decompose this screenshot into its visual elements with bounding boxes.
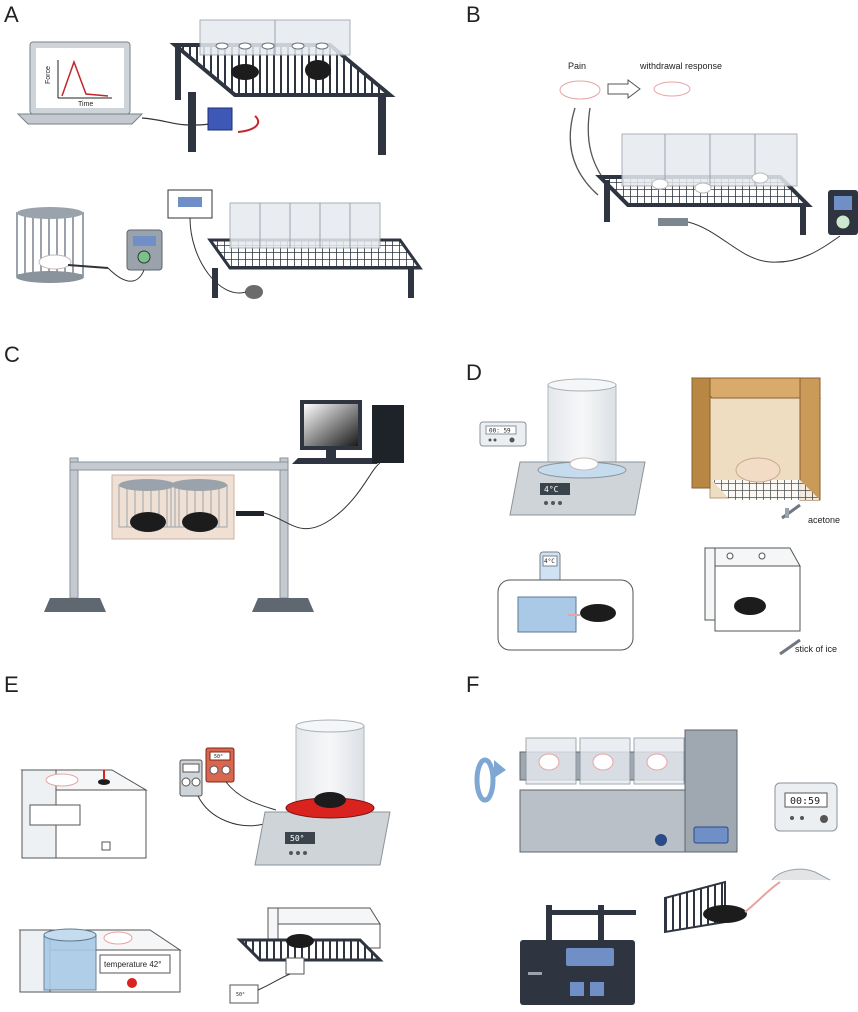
heat-source [245,285,263,299]
cold-plate-display: 4°C [544,485,559,494]
right-arrow-button[interactable] [590,982,604,996]
tail-flick-box [20,769,148,859]
mouse-white [45,773,79,787]
ice-stick-chamber [704,547,801,656]
mouse [182,512,218,532]
plot-axes [57,60,112,99]
panel-letter-e: E [4,672,19,697]
panel-letter-b: B [466,2,481,27]
ice-label: stick of ice [795,644,837,654]
panel-d: D 00: 59 4°C aceto [466,360,840,656]
withdrawal-response-label: withdrawal response [639,61,722,71]
mouse-white [569,457,599,471]
panel-letter-d: D [466,360,482,385]
suspension-frame [44,457,314,612]
panel-e: E 50° 50° [4,672,391,1004]
restraint-cages [111,474,235,540]
mouse-white [653,81,691,97]
mouse [580,604,616,622]
computer [292,400,404,464]
acetone-label: acetone [808,515,840,525]
force-curve [61,59,109,97]
hand-icon [771,868,831,881]
cold-probe-setup: 4°C [497,551,634,651]
acetone-syringe [781,503,801,520]
force-transducer [207,107,233,131]
controller-display: 50° [214,754,223,760]
mouse [130,512,166,532]
plot-x-label: Time [78,101,93,108]
chamber-platform-lower [167,189,423,299]
panel-letter-f: F [466,672,479,697]
heat-spot [98,779,110,785]
timer: 00: 59 [479,421,527,447]
power-icon [655,834,667,846]
temperature-controller: 50° [179,747,235,797]
panel-c: C [4,342,404,612]
small-display: 50° [236,992,245,998]
rotation-icon [474,757,506,803]
mouse-white [735,457,781,483]
cold-plate: 4°C [509,378,646,516]
pain-label: Pain [568,61,586,71]
mouse [286,934,314,948]
timer: 00:59 [774,782,838,832]
mouse [305,60,331,80]
grip-strength-meter [520,868,831,1005]
rotarod [519,729,738,853]
mouse [703,905,747,923]
panel-letter-a: A [4,2,19,27]
arrow-right-icon [607,79,641,99]
panel-f: F 00:59 [466,672,838,1005]
mouse [314,792,346,808]
laptop-cable [141,117,211,126]
sensor-cable [263,462,381,530]
von-frey-platform [169,19,396,155]
probe [67,264,109,269]
mouse [231,64,259,80]
wooden-box [690,377,822,501]
hargreaves-platform [595,133,813,235]
hot-plate-display: 50° [290,834,304,843]
panel-b: B Pain withdrawal response [466,2,858,263]
cold-water-bath [517,596,577,633]
left-arrow-button[interactable] [570,982,584,996]
meter-cable [107,267,145,282]
ice-stick [779,638,801,656]
hot-plate: 50° [254,719,391,866]
probe-display: 4°C [544,558,555,565]
mouse-white [38,254,72,270]
temperature-label: temperature 42° [104,960,161,969]
keyboard [292,458,378,464]
meter-device [126,229,163,271]
mouse-white [103,931,133,945]
sensor-probe [236,511,264,516]
panel-a: A Force Time [4,2,423,299]
mouse-white [559,80,601,100]
computer-tower [372,405,404,463]
plot-y-label: Force [45,66,52,84]
red-indicator [127,978,137,988]
arrow-red [237,115,260,133]
timer-display: 00: 59 [489,428,511,435]
mouse [734,597,766,615]
grid-chamber-e: 50° [229,907,384,1004]
radiant-heat-source [658,218,688,226]
water-bath: temperature 42° [18,928,182,993]
panel-letter-c: C [4,342,20,367]
cylinder-cage [16,207,84,283]
rotarod-timer-display: 00:59 [790,796,820,807]
laptop: Force Time [16,41,144,125]
